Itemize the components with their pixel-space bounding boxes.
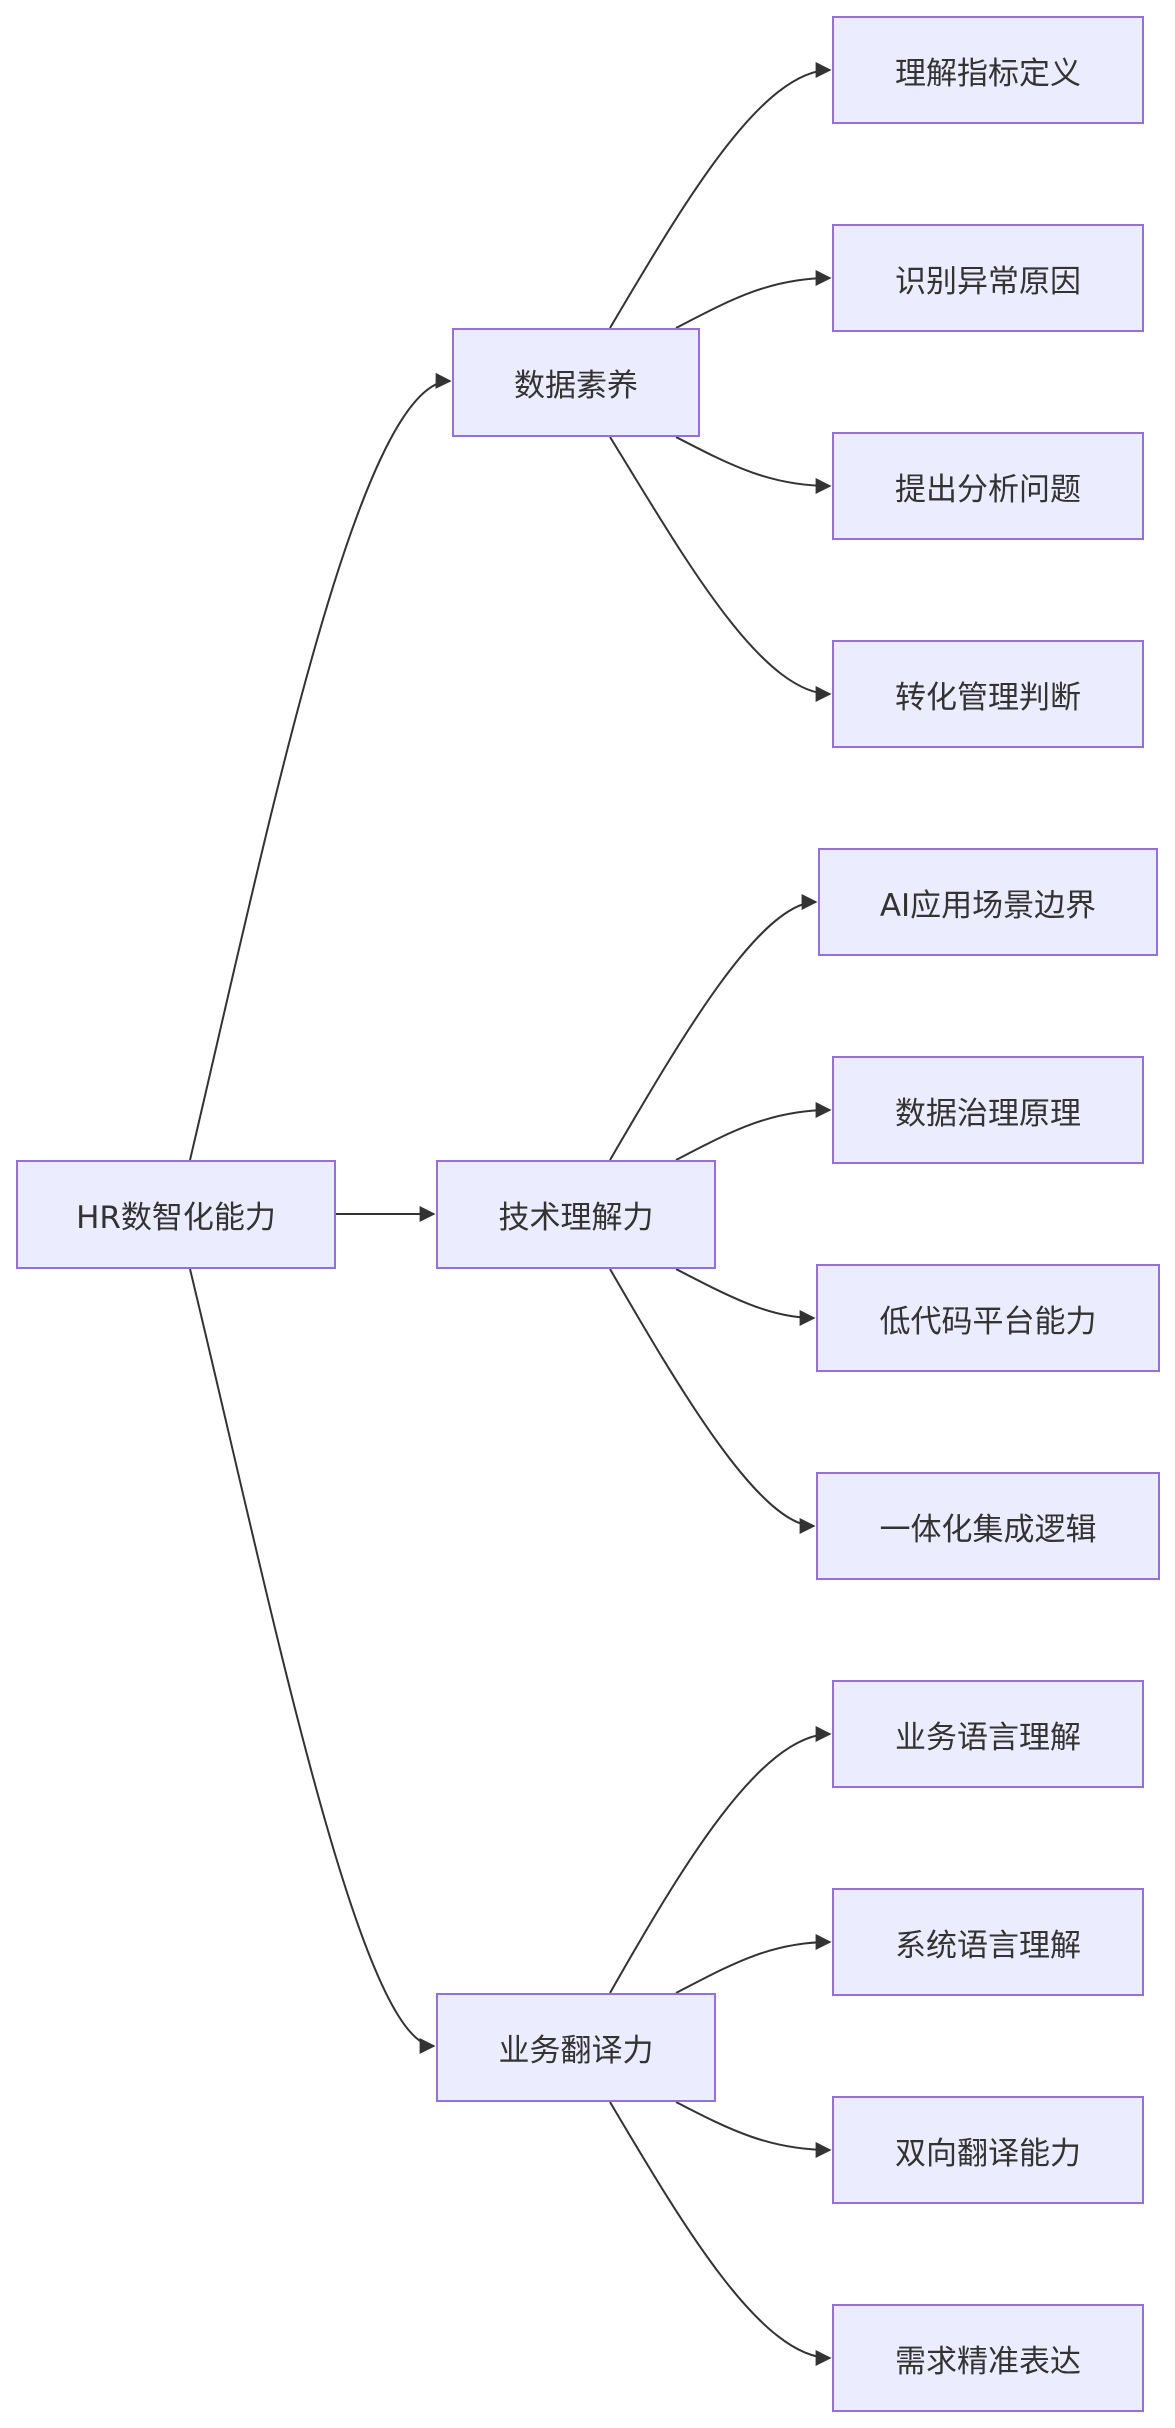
node-data-literacy: 数据素养 <box>452 328 700 437</box>
edge-tech-to-t3 <box>675 1268 816 1326</box>
node-d2: 识别异常原因 <box>832 224 1144 332</box>
node-t3-label: 低代码平台能力 <box>879 1303 1097 1340</box>
edge-tech-to-t4 <box>609 1268 816 1534</box>
node-root-label: HR数智化能力 <box>76 1200 276 1236</box>
node-t1-label: AI应用场景边界 <box>879 887 1097 924</box>
node-data-literacy-label: 数据素养 <box>514 368 638 404</box>
edge-biz-to-b1 <box>609 1726 832 1994</box>
node-t1: AI应用场景边界 <box>818 848 1158 956</box>
node-b2: 系统语言理解 <box>832 1888 1144 1996</box>
node-d4-label: 转化管理判断 <box>895 679 1081 716</box>
edge-tech-to-t2 <box>675 1102 832 1161</box>
edge-root-to-data-literacy <box>189 372 452 1161</box>
edge-data-to-d3 <box>675 436 832 494</box>
node-t4-label: 一体化集成逻辑 <box>879 1511 1097 1548</box>
node-b3-label: 双向翻译能力 <box>895 2135 1081 2172</box>
edge-data-to-d4 <box>609 436 832 702</box>
edge-biz-to-b4 <box>609 2101 832 2366</box>
edge-data-to-d1 <box>609 62 832 329</box>
node-b4: 需求精准表达 <box>832 2304 1144 2412</box>
node-b1-label: 业务语言理解 <box>895 1719 1081 1756</box>
node-tech-understanding: 技术理解力 <box>436 1160 716 1269</box>
edge-tech-to-t1 <box>609 894 818 1161</box>
node-d3-label: 提出分析问题 <box>895 471 1081 508</box>
node-business-translation-label: 业务翻译力 <box>498 2033 654 2069</box>
node-t2: 数据治理原理 <box>832 1056 1144 1164</box>
node-d4: 转化管理判断 <box>832 640 1144 748</box>
node-d1-label: 理解指标定义 <box>895 55 1081 92</box>
edge-data-to-d2 <box>675 270 832 329</box>
node-t4: 一体化集成逻辑 <box>816 1472 1160 1580</box>
node-t3: 低代码平台能力 <box>816 1264 1160 1372</box>
node-d2-label: 识别异常原因 <box>895 263 1081 300</box>
node-business-translation: 业务翻译力 <box>436 1993 716 2102</box>
edge-root-to-business-translation <box>189 1268 436 2054</box>
node-b1: 业务语言理解 <box>832 1680 1144 1788</box>
node-d1: 理解指标定义 <box>832 16 1144 124</box>
node-root: HR数智化能力 <box>16 1160 336 1269</box>
node-b2-label: 系统语言理解 <box>895 1927 1081 1964</box>
node-tech-understanding-label: 技术理解力 <box>498 1200 654 1236</box>
node-d3: 提出分析问题 <box>832 432 1144 540</box>
edge-biz-to-b3 <box>675 2101 832 2158</box>
edge-biz-to-b2 <box>675 1934 832 1994</box>
node-t2-label: 数据治理原理 <box>895 1095 1081 1132</box>
node-b4-label: 需求精准表达 <box>895 2343 1081 2380</box>
node-b3: 双向翻译能力 <box>832 2096 1144 2204</box>
